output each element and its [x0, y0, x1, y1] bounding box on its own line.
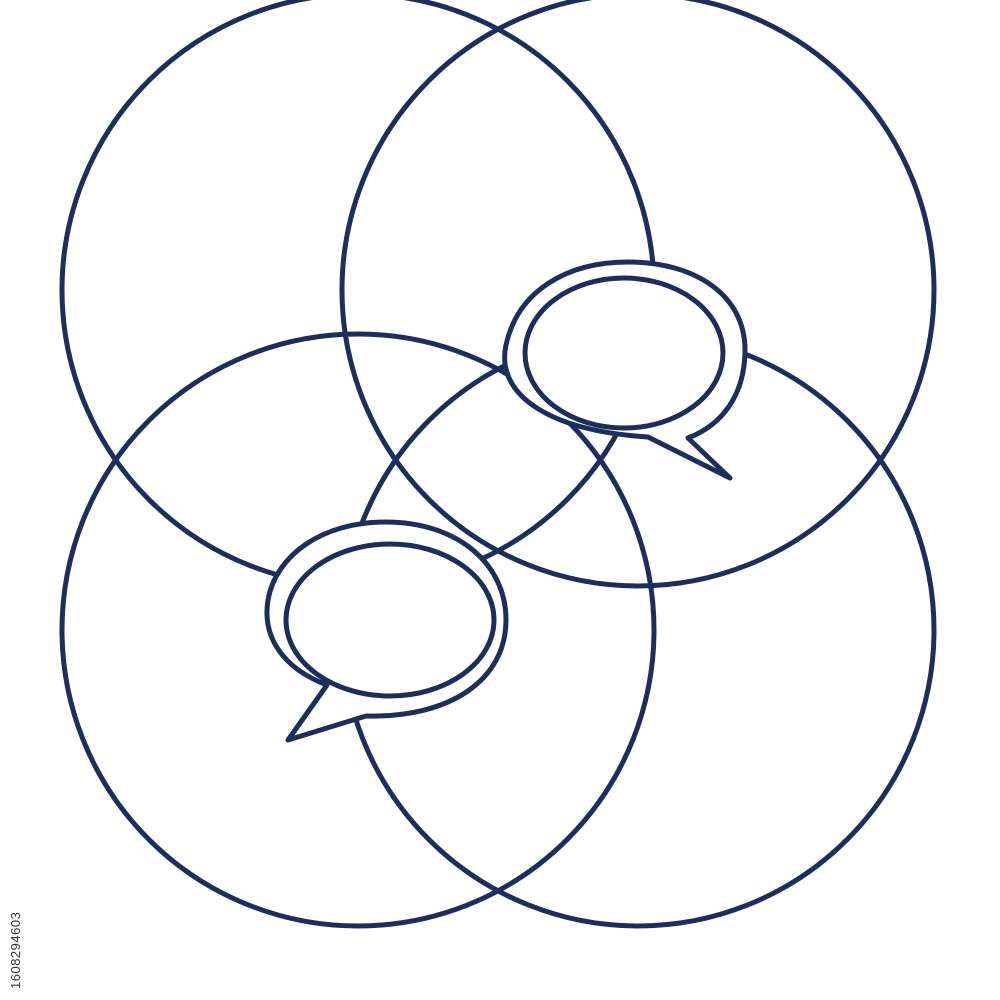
top-right-circle: [339, 0, 937, 589]
bottom-left-circle: [59, 331, 657, 929]
stock-image-id: 1608294603: [8, 911, 23, 989]
speech-bubble-icon: [502, 259, 748, 481]
speech-bubble-icon: [264, 519, 509, 743]
